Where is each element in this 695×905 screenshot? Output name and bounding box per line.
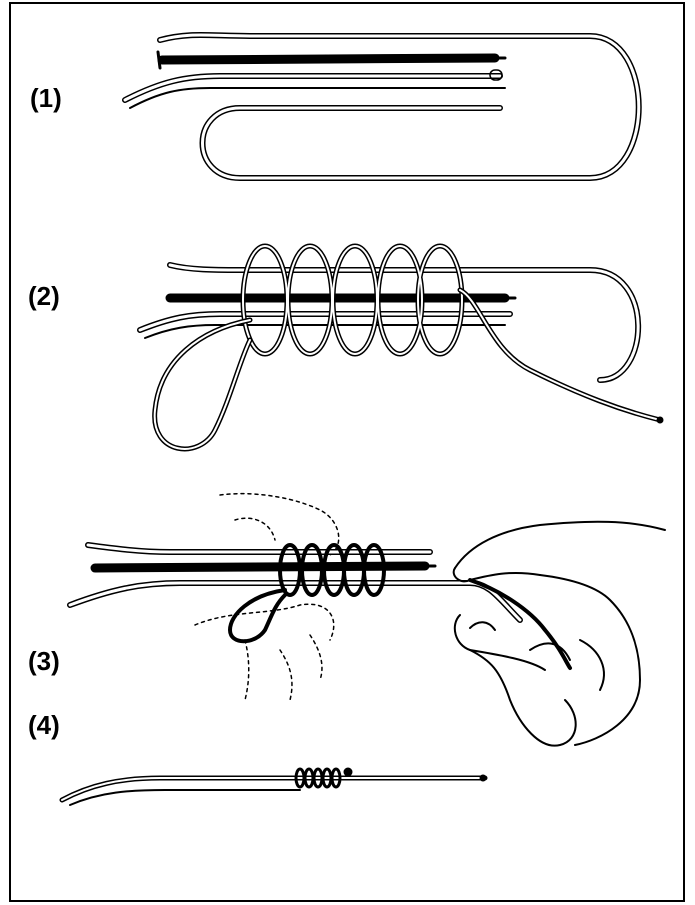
step-3-illustration [70,494,665,746]
step-2-illustration [140,246,663,449]
step-1-illustration [125,35,639,178]
step-4-illustration [62,768,486,805]
